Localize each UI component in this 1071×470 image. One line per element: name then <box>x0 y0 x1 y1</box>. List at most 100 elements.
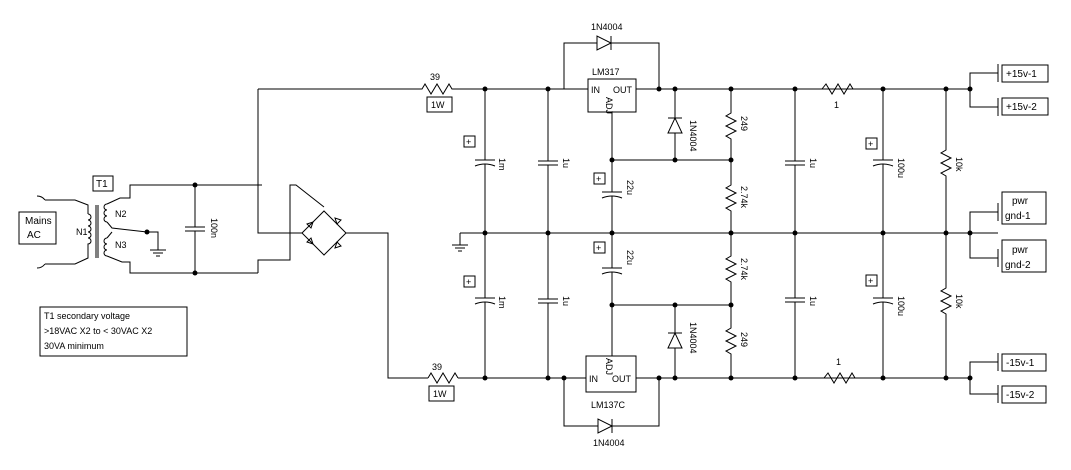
polarity-mark-100u-top: + <box>868 139 873 149</box>
note-line-3: 30VA minimum <box>44 341 104 351</box>
note-box: T1 secondary voltage >18VAC X2 to < 30VA… <box>39 306 188 357</box>
n3-label: N3 <box>115 240 127 250</box>
lm317-box <box>587 78 637 113</box>
terminal-neg1 <box>1001 353 1047 372</box>
resistor-274k-bot-icon <box>724 233 738 305</box>
resistor-249-bot-icon <box>724 305 738 378</box>
ground-rail <box>452 211 998 259</box>
r274k-top-label: 2.74k <box>739 186 749 209</box>
output-terminals: +15v-1 +15v-2 pwr gnd-1 pwr gnd-2 -15v-1… <box>997 64 1049 404</box>
polarity-mark-1m-bot: + <box>466 277 471 287</box>
terminal-neg2-label: -15v-2 <box>1006 390 1035 401</box>
r39-top-power-box <box>426 96 453 113</box>
diode-bypass-top-icon <box>596 35 613 51</box>
bridge-diamond-icon <box>301 210 347 256</box>
note-line-2: >18VAC X2 to < 30VAC X2 <box>44 326 152 336</box>
t1-label-box <box>92 175 114 192</box>
lm317-label: LM317 <box>592 67 620 77</box>
r249-bot-label: 249 <box>739 332 749 347</box>
polarity-mark-22u-top: + <box>596 174 601 184</box>
d-bypass-top-label: 1N4004 <box>591 22 623 32</box>
terminal-neg2 <box>1001 385 1047 404</box>
positive-rail: 39 1W + 1m 1u LM317 IN OUT ADJ 1N4004 <box>418 22 998 233</box>
d-prot-bot-label: 1N4004 <box>688 322 698 354</box>
r39-top-power: 1W <box>431 100 445 110</box>
resistor-39-bot-icon <box>427 372 459 384</box>
c22u-top-label: 22u <box>625 180 635 195</box>
c1m-top-label: 1m <box>497 158 507 171</box>
resistor-10k-top-icon <box>939 89 953 233</box>
lm137c-label: LM137C <box>591 400 626 410</box>
mains-label: Mains <box>25 216 52 227</box>
plug-bottom-icon <box>36 263 46 269</box>
r1-bot-label: 1 <box>836 357 841 367</box>
r39-bot-label: 39 <box>432 362 442 372</box>
polarity-mark-100u-bot: + <box>868 276 873 286</box>
c1u-out-bot-label: 1u <box>808 296 818 306</box>
terminal-gnd2-line2: gnd-2 <box>1005 260 1031 271</box>
lm317-adj-pin: ADJ <box>604 97 614 114</box>
terminal-gnd2 <box>1001 239 1047 273</box>
primary-coil-icon <box>87 213 92 250</box>
c1u-out-top-label: 1u <box>808 158 818 168</box>
terminal-pos1-label: +15v-1 <box>1006 69 1037 80</box>
lm137c-adj-pin: ADJ <box>604 358 614 375</box>
terminal-gnd1 <box>1001 191 1047 225</box>
r39-bot-power: 1W <box>433 389 447 399</box>
resistor-1-bot-icon <box>823 372 856 384</box>
c1u-bot-label: 1u <box>561 296 571 306</box>
resistor-39-top-icon <box>418 83 456 95</box>
plug-top-icon <box>36 195 46 201</box>
c22u-bot-label: 22u <box>625 250 635 265</box>
diode-prot-top-icon <box>667 116 683 134</box>
ac-label: AC <box>27 230 41 241</box>
mains-input: Mains AC <box>18 195 89 269</box>
resistor-274k-top-icon <box>724 160 738 233</box>
polarity-box <box>463 135 476 148</box>
polarity-mark: + <box>466 137 471 147</box>
mains-ac-box <box>18 211 57 245</box>
bridge-diode-2-icon <box>334 217 342 225</box>
r1-top-label: 1 <box>834 100 839 110</box>
terminal-pos2-label: +15v-2 <box>1006 102 1037 113</box>
c100u-bot-label: 100u <box>896 296 906 316</box>
d-bypass-bot-label: 1N4004 <box>593 438 625 448</box>
secondary-coil-top-icon <box>103 203 108 223</box>
resistor-249-top-icon <box>724 89 738 160</box>
bridge-diode-3-icon <box>306 237 314 245</box>
r39-bot-power-box <box>428 385 455 402</box>
bridge-diode-1-icon <box>306 221 314 229</box>
diode-bypass-bot-icon <box>597 418 614 434</box>
input-cap-100n: 100n <box>185 182 219 276</box>
negative-rail: 39 1W + 1m 1u LM137C IN OUT ADJ 1N <box>427 233 998 448</box>
terminal-gnd2-line1: pwr <box>1012 245 1029 256</box>
diode-prot-bot-icon <box>667 331 683 349</box>
r10k-bot-label: 10k <box>954 294 964 309</box>
cap-100n-label: 100n <box>209 218 219 238</box>
resistor-10k-bot-icon <box>939 233 953 378</box>
terminal-neg1-label: -15v-1 <box>1006 358 1035 369</box>
polarity-mark-22u-bot: + <box>596 243 601 253</box>
secondary-coil-bottom-icon <box>103 237 108 257</box>
lm137c-out-pin: OUT <box>612 374 632 384</box>
bridge-diode-4-icon <box>334 241 342 249</box>
r10k-top-label: 10k <box>954 157 964 172</box>
c1m-bot-label: 1m <box>497 296 507 309</box>
c100u-top-label: 100u <box>896 158 906 178</box>
d-prot-top-label: 1N4004 <box>688 120 698 152</box>
terminal-gnd1-line2: gnd-1 <box>1005 211 1031 222</box>
n2-label: N2 <box>115 209 127 219</box>
terminal-gnd1-line1: pwr <box>1012 196 1029 207</box>
lm317-out-pin: OUT <box>613 85 633 95</box>
lm137c-box <box>585 355 637 393</box>
r249-top-label: 249 <box>739 116 749 131</box>
n1-label: N1 <box>76 227 88 237</box>
t1-label: T1 <box>96 179 108 190</box>
r39-top-label: 39 <box>430 72 440 82</box>
c1u-top-label: 1u <box>561 158 571 168</box>
r274k-bot-label: 2.74k <box>739 258 749 281</box>
transformer-t1: T1 N1 N2 N3 <box>76 175 258 274</box>
resistor-1-top-icon <box>821 83 854 95</box>
note-line-1: T1 secondary voltage <box>44 311 130 321</box>
